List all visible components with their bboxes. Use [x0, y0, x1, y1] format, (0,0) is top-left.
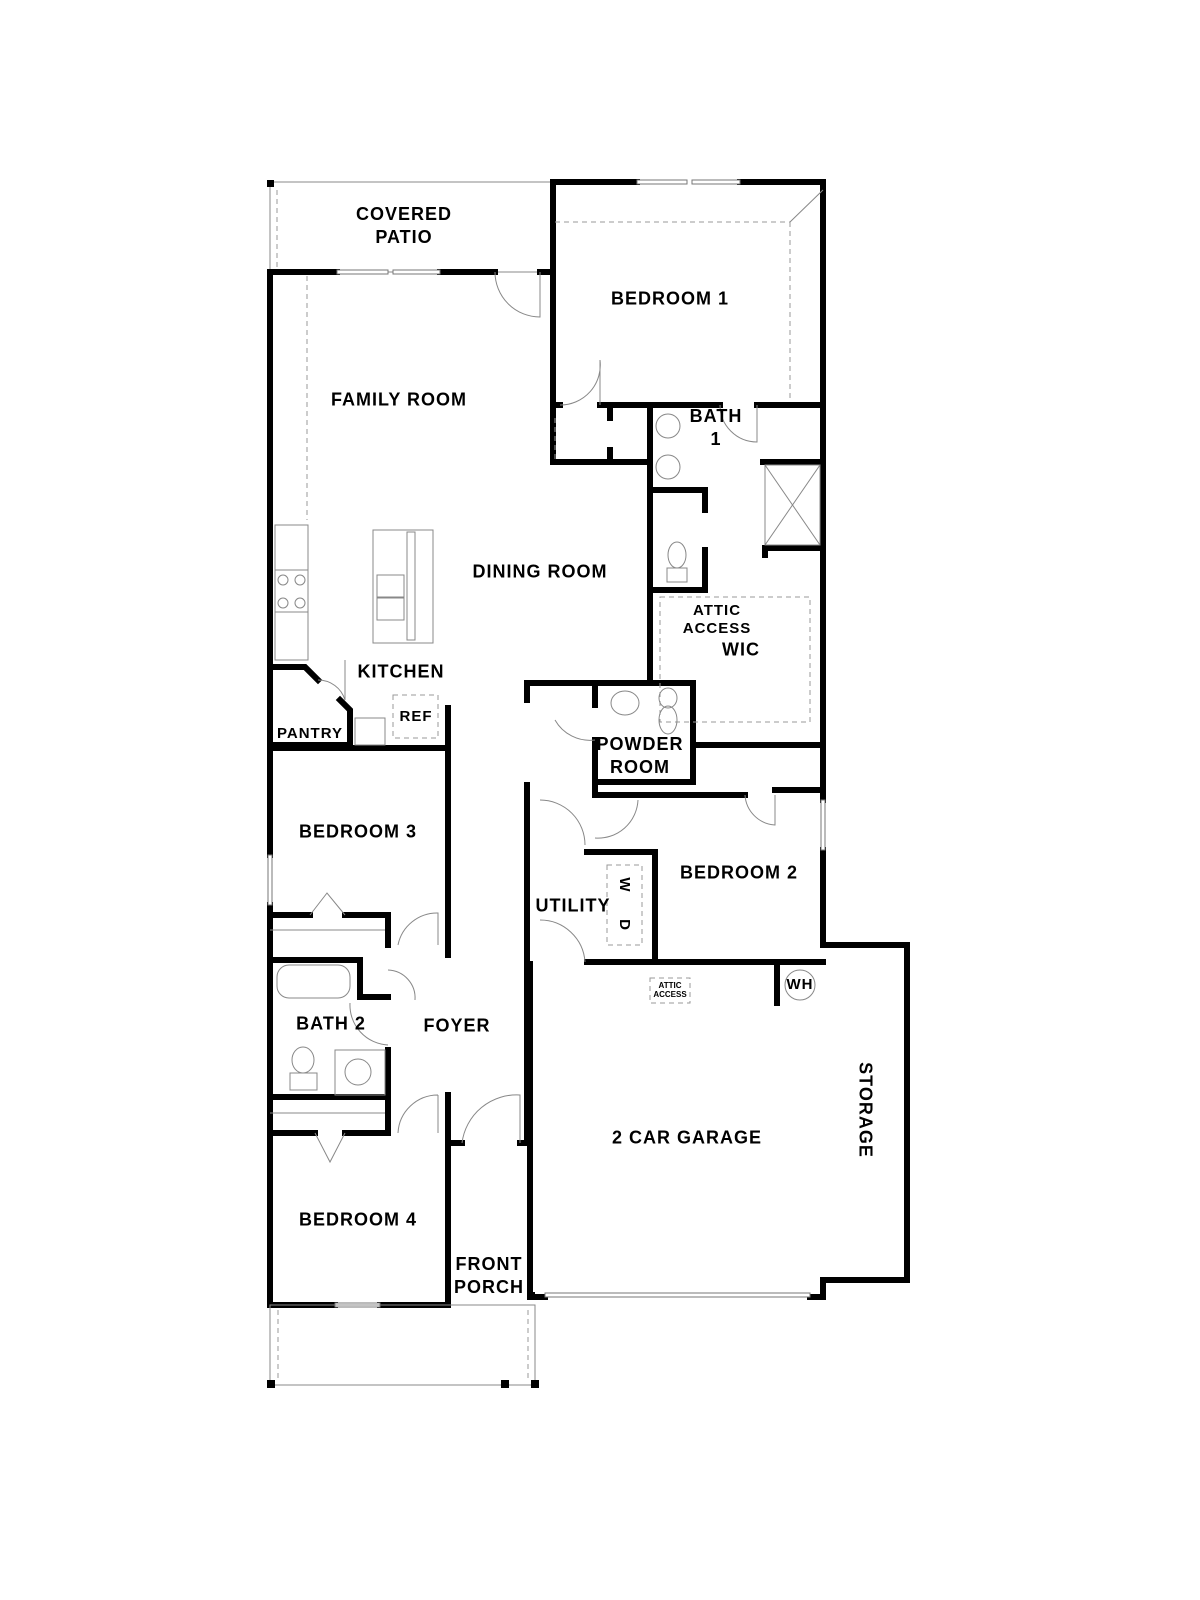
garage-attic-access-label: ATTIC ACCESS: [653, 981, 687, 999]
room-label-bedroom-1: BEDROOM 1: [610, 288, 730, 309]
room-label-garage: 2 CAR GARAGE: [611, 1127, 763, 1148]
fixtures: [267, 189, 824, 1388]
room-label-bedroom-4: BEDROOM 4: [298, 1209, 418, 1230]
room-label-foyer: FOYER: [423, 1015, 491, 1036]
room-label-dining-room: DINING ROOM: [472, 561, 608, 582]
room-label-wic: WIC: [722, 639, 760, 660]
dryer-label: D: [616, 919, 633, 931]
room-label-bedroom-2: BEDROOM 2: [679, 862, 799, 883]
room-label-kitchen: KITCHEN: [357, 661, 445, 682]
water-heater-label: WH: [786, 976, 814, 993]
room-label-bath-1: BATH 1: [689, 406, 743, 449]
room-label-covered-patio: COVERED PATIO: [355, 204, 453, 247]
room-label-family-room: FAMILY ROOM: [330, 389, 468, 410]
refrigerator-label: REF: [399, 708, 433, 725]
washer-label: W: [616, 877, 633, 893]
room-label-utility: UTILITY: [535, 895, 611, 916]
room-label-storage: STORAGE: [855, 1062, 876, 1158]
room-label-front-porch: FRONT PORCH: [453, 1254, 525, 1297]
room-label-pantry: PANTRY: [277, 725, 343, 742]
room-label-powder-room: POWDER ROOM: [596, 734, 684, 777]
room-label-bedroom-3: BEDROOM 3: [298, 821, 418, 842]
attic-access-label: ATTIC ACCESS: [682, 602, 752, 637]
interior-walls: [267, 402, 826, 1146]
room-label-bath-2: BATH 2: [296, 1013, 366, 1034]
